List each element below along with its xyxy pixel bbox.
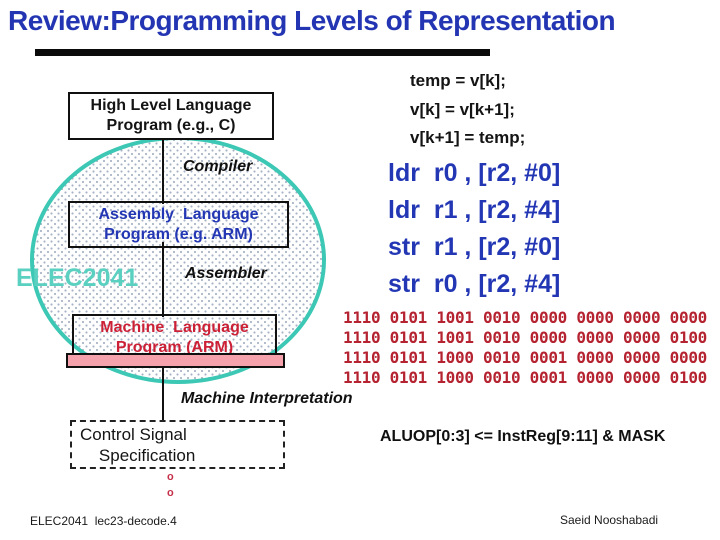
compiler-label: Compiler xyxy=(183,158,253,175)
bullet-marker: o xyxy=(167,487,174,499)
asm-code-line: ldr r0 , [r2, #0] xyxy=(388,159,561,187)
title-underline-bar xyxy=(35,49,490,56)
machine-box-shadow-bar xyxy=(66,353,285,368)
c-code-line: temp = v[k]; xyxy=(410,71,506,90)
connector-line-interpretation xyxy=(162,364,164,421)
assembler-label: Assembler xyxy=(185,265,267,282)
connector-line-compiler xyxy=(162,134,164,204)
dotted-ellipse xyxy=(30,136,326,384)
machine-language-box: Machine Language Program (ARM) xyxy=(72,314,277,358)
asm-code-line: ldr r1 , [r2, #4] xyxy=(388,196,561,224)
c-code-line: v[k+1] = temp; xyxy=(410,128,526,147)
footer-lecture-ref: ELEC2041 lec23-decode.4 xyxy=(30,514,177,528)
binary-code-line: 1110 0101 1000 0010 0001 0000 0000 0100 xyxy=(343,368,707,387)
high-level-language-box: High Level Language Program (e.g., C) xyxy=(68,92,274,140)
asm-code-line: str r0 , [r2, #4] xyxy=(388,270,561,298)
binary-code-line: 1110 0101 1001 0010 0000 0000 0000 0000 xyxy=(343,308,707,327)
course-watermark: ELEC2041 xyxy=(16,264,139,292)
c-code-line: v[k] = v[k+1]; xyxy=(410,100,515,119)
asm-code-line: str r1 , [r2, #0] xyxy=(388,233,561,261)
footer-author: Saeid Nooshabadi xyxy=(560,513,659,527)
connector-line-assembler xyxy=(162,242,164,317)
assembly-language-box: Assembly Language Program (e.g. ARM) xyxy=(68,201,289,248)
aluop-expression: ALUOP[0:3] <= InstReg[9:11] & MASK xyxy=(380,428,666,445)
control-signal-box: Control Signal Specification xyxy=(70,420,285,469)
machine-interpretation-label: Machine Interpretation xyxy=(181,390,353,407)
page-title: Review:Programming Levels of Representat… xyxy=(8,5,616,36)
bullet-marker: o xyxy=(167,471,174,483)
binary-code-line: 1110 0101 1000 0010 0001 0000 0000 0000 xyxy=(343,348,707,367)
binary-code-line: 1110 0101 1001 0010 0000 0000 0000 0100 xyxy=(343,328,707,347)
